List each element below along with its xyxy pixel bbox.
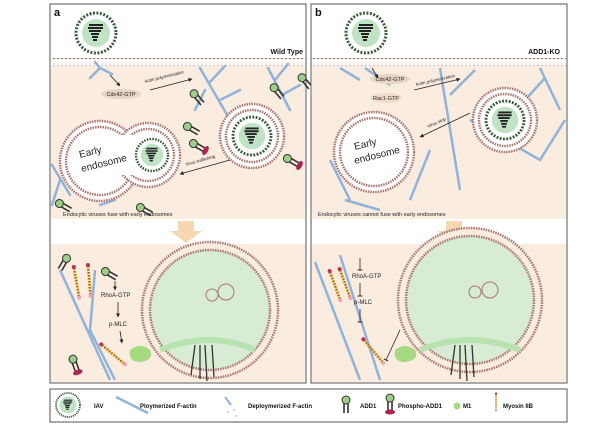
rhoa-gtp-label-b: RhoA-GTP — [352, 274, 381, 280]
cdc42-gtp-blob — [101, 89, 141, 99]
endocytic-vesicle-b — [471, 86, 539, 154]
plasma-membrane-inner — [51, 63, 305, 66]
polymerized-actin — [50, 60, 302, 207]
panel-letter-a: a — [54, 7, 61, 19]
rac1-gtp-label: Rac1-GTP — [373, 96, 399, 102]
iav-virus-icon — [342, 9, 390, 57]
big-arrow-down — [170, 221, 202, 243]
legend-label-depolymerized-actin: Deploymerized F-actin — [248, 404, 312, 410]
panel-b: b ADD1-KO Cdc42-GTP Rac1-GTP Actin polym… — [310, 3, 568, 384]
legend-label-m1: M1 — [463, 404, 472, 410]
m1-icon — [453, 402, 461, 410]
legend: IAV Ploymerized F-actin Deploymerized F-… — [49, 388, 568, 423]
rhoa-gtp-label-a: RhoA-GTP — [101, 293, 130, 299]
pmlc-label-b: p-MLC — [354, 300, 373, 306]
cdc42-gtp-label: Cdc42-GTP — [106, 92, 135, 98]
arrow-virus-trafficking — [179, 159, 231, 175]
condition-label-add1-ko: ADD1-KO — [528, 49, 560, 56]
endosome-lower-b — [396, 226, 544, 382]
caption-upper-b: Endocytic viruses cannot fuse with early… — [318, 212, 446, 218]
cdc42-gtp-label: Cdc42-GTP — [375, 77, 404, 83]
panel-letter-b: b — [315, 7, 322, 19]
early-endosome-b — [332, 110, 416, 194]
endosome-label-early: Early — [353, 137, 378, 153]
polymerized-actin-lower — [58, 269, 117, 381]
depolymerized-actin-icon — [224, 396, 232, 406]
legend-label-add1: ADD1 — [360, 404, 377, 410]
condition-label-wild-type: Wild Type — [271, 49, 304, 56]
legend-label-polymerized-actin: Ploymerized F-actin — [140, 404, 197, 410]
m1-cluster — [129, 346, 152, 362]
polymerized-actin-icon — [115, 395, 149, 415]
endosome-label-early: Early — [78, 145, 103, 161]
early-endosome-fusing — [58, 119, 182, 203]
pmlc-label-a: p-MLC — [109, 322, 128, 328]
iav-virus-icon — [53, 390, 83, 420]
endocytic-vesicle — [218, 102, 286, 170]
legend-label-phospho-add1: Phospho-ADD1 — [398, 404, 443, 410]
iav-virus-icon — [72, 9, 120, 57]
endosome-lower-a — [140, 240, 280, 382]
caption-upper-a: Endocytic viruses fuse with early endoso… — [63, 212, 173, 218]
plasma-membrane-outer — [51, 58, 305, 61]
arrow-actin-polymerization — [149, 77, 193, 91]
legend-label-iav: IAV — [94, 404, 104, 410]
arrow-to-cdc42 — [109, 74, 121, 87]
legend-label-myosin-iib: Myosin IIB — [503, 404, 534, 410]
panel-a: a Wild Type Cdc42-GTP Actin polymerizati… — [49, 3, 315, 384]
